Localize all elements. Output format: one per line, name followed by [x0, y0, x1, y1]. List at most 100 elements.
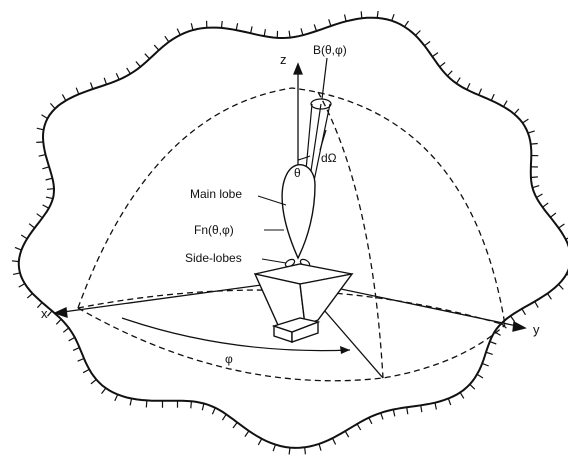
boundary-hatch-tick: [46, 178, 53, 180]
boundary-hatch-tick: [69, 337, 75, 340]
boundary-hatch-tick: [116, 73, 119, 79]
radiation-pattern: [282, 165, 315, 273]
boundary-hatch-tick: [447, 71, 452, 76]
boundary-hatch-tick: [407, 407, 408, 414]
boundary-hatch-tick: [460, 392, 464, 398]
solid-angle-label: dΩ: [321, 151, 337, 165]
y-axis-arrow: [513, 322, 525, 331]
boundary-hatch-tick: [83, 369, 89, 372]
boundary-hatch-tick: [130, 399, 132, 406]
boundary-hatch-tick: [482, 363, 489, 366]
boundary-hatch-tick: [136, 62, 141, 67]
boundary-hatch-tick: [559, 224, 565, 228]
boundary-hatch-tick: [78, 359, 84, 362]
boundary-hatch-tick: [432, 53, 438, 57]
boundary-hatch-tick: [425, 42, 431, 46]
boundary-hatch-tick: [39, 155, 46, 157]
boundary-hatch-tick: [56, 319, 61, 324]
boundary-hatch-tick: [345, 431, 349, 437]
boundary-hatch-tick: [42, 115, 48, 119]
boundary-hatch-tick: [456, 78, 460, 84]
boundary-hatch-tick: [233, 422, 237, 428]
x-axis-label: x: [41, 306, 48, 321]
boundary-hatch-tick: [319, 444, 321, 451]
boundary-hatch-tick: [559, 284, 564, 289]
boundary-hatch-tick: [177, 29, 180, 35]
boundary-hatch-tick: [19, 284, 25, 288]
boundary-hatch-tick: [191, 401, 192, 408]
boundary-hatch-tick: [258, 439, 261, 445]
boundary-hatch-tick: [479, 89, 482, 95]
boundary-hatch-tick: [361, 11, 362, 18]
boundary-hatch-tick: [377, 11, 378, 18]
boundary-hatch-tick: [91, 82, 93, 89]
boundary-hatch-tick: [222, 414, 226, 420]
b-leader-line: [322, 58, 327, 99]
boundary-hatch-tick: [245, 431, 249, 437]
boundary-hatch-tick: [202, 404, 204, 411]
boundary-hatch-tick: [448, 399, 450, 406]
boundary-hatch-tick: [381, 413, 383, 420]
theta-label: θ: [294, 166, 301, 180]
boundary-hatch-tick: [165, 36, 169, 42]
boundary-hatch-tick: [50, 103, 55, 108]
z-axis-label: z: [280, 52, 287, 67]
boundary-hatch-tick: [145, 54, 150, 59]
phi-label: φ: [225, 352, 233, 366]
boundary-hatch-tick: [369, 418, 372, 424]
boundary-hatch-tick: [47, 189, 54, 190]
boundary-hatch-tick: [305, 447, 306, 454]
boundary-hatch-tick: [415, 31, 420, 36]
boundary-hatch-tick: [29, 224, 34, 228]
brightness-label: B(θ,φ): [313, 43, 347, 57]
boundary-hatch-tick: [48, 311, 53, 316]
boundary-hatch-tick: [73, 348, 79, 351]
boundary-hatch-tick: [289, 31, 290, 38]
boundary-hatch-tick: [127, 68, 131, 74]
boundary-hatch-tick: [329, 19, 331, 26]
boundary-hatch-tick: [42, 167, 49, 169]
boundary-hatch-tick: [528, 131, 535, 133]
boundary-hatch-tick: [63, 328, 69, 332]
boundary-hatch-tick: [236, 23, 237, 30]
boundary-hatch-tick: [289, 448, 290, 455]
boundary-hatch-tick: [393, 410, 395, 417]
boundary-hatch-tick: [345, 15, 347, 22]
main-lobe-label: Main lobe: [190, 187, 242, 201]
boundary-hatch-tick: [212, 408, 215, 414]
boundary-hatch-tick: [91, 380, 96, 384]
boundary-hatch-tick: [76, 88, 79, 95]
boundary-hatch-tick: [37, 214, 43, 218]
boundary-hatch-tick: [62, 94, 65, 100]
boundary-hatch-tick: [477, 374, 483, 378]
boundary-hatch-tick: [405, 21, 409, 27]
boundary-hatch-tick: [531, 177, 538, 178]
boundary-hatch-tick: [421, 405, 422, 412]
boundary-hatch-tick: [13, 273, 20, 275]
boundary-hatch-tick: [27, 294, 32, 299]
boundary-hatch-tick: [511, 316, 515, 322]
boundary-hatch-tick: [535, 302, 539, 308]
phi-arc-arrowhead: [340, 346, 350, 354]
boundary-hatch-tick: [550, 213, 556, 217]
boundary-hatch-tick: [440, 63, 446, 67]
horn-antenna: [255, 264, 352, 342]
side-lobes-label: Side-lobes: [185, 251, 242, 265]
boundary-hatch-tick: [486, 352, 493, 354]
boundary-hatch-tick: [191, 23, 193, 30]
boundary-hatch-tick: [264, 29, 265, 36]
boundary-hatch-tick: [222, 21, 223, 28]
hemisphere-meridian: [318, 92, 383, 378]
boundary-hatch-tick: [154, 45, 159, 50]
z-axis-arrow: [294, 64, 302, 74]
boundary-hatch-tick: [146, 400, 147, 407]
boundary-hatch-tick: [21, 235, 27, 239]
boundary-hatch-tick: [12, 261, 19, 262]
boundary-hatch-tick: [46, 197, 53, 199]
boundary-hatch-tick: [504, 101, 508, 107]
boundary-hatch-tick: [357, 424, 361, 430]
y-axis-label: y: [533, 322, 540, 337]
boundary-hatch-tick: [533, 186, 540, 188]
